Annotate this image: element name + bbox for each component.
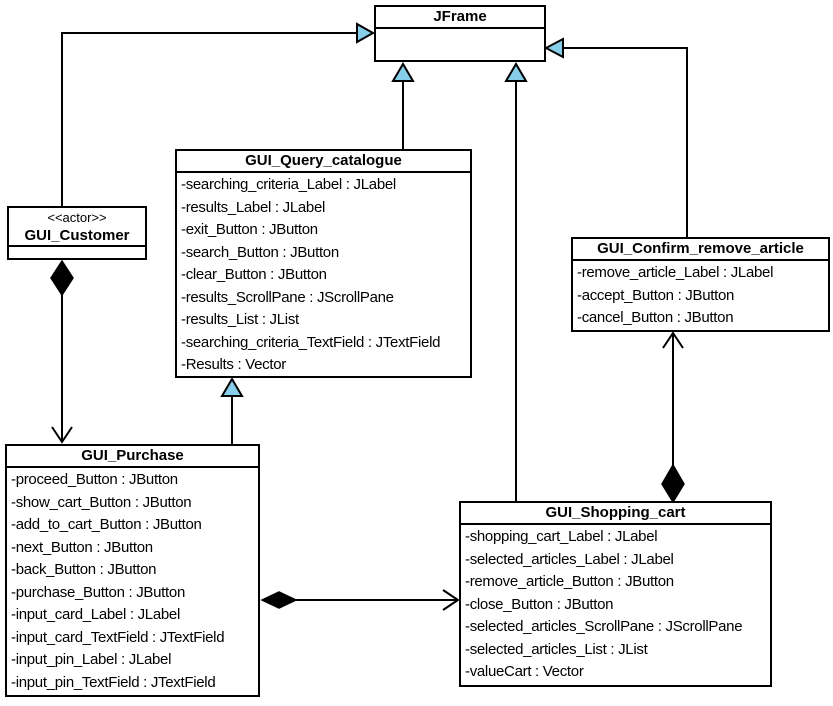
- attribute-row: -accept_Button : JButton: [577, 286, 735, 304]
- attribute-row: -valueCart : Vector: [465, 663, 584, 680]
- attribute-row: -input_pin_TextField : JTextField: [11, 673, 216, 691]
- generalization-customer-to-jframe: [61, 22, 376, 206]
- class-attributes: -proceed_Button : JButton -show_cart_But…: [7, 468, 258, 694]
- attribute-row: -Results : Vector: [181, 356, 286, 373]
- attribute-row: -searching_criteria_TextField : JTextFie…: [181, 333, 441, 351]
- class-attributes: -remove_article_Label : JLabel -accept_B…: [573, 261, 828, 330]
- attribute-row: -next_Button : JButton: [11, 538, 153, 556]
- attribute-row: -searching_criteria_Label : JLabel: [181, 176, 396, 193]
- class-title: GUI_Shopping_cart: [461, 503, 770, 525]
- attribute-row: -shopping_cart_Label : JLabel: [465, 528, 658, 545]
- attribute-row: -add_to_cart_Button : JButton: [11, 516, 202, 533]
- class-title-block: <<actor>> GUI_Customer: [9, 208, 145, 247]
- class-attributes: -shopping_cart_Label : JLabel -selected_…: [461, 525, 770, 684]
- class-gui-query-catalogue: GUI_Query_catalogue -searching_criteria_…: [175, 149, 472, 378]
- class-gui-purchase: GUI_Purchase -proceed_Button : JButton -…: [5, 444, 260, 697]
- attribute-row: -remove_article_Button : JButton: [465, 573, 674, 590]
- attribute-row: -cancel_Button : JButton: [577, 309, 734, 326]
- generalization-purchase-to-query-catalogue: [220, 377, 244, 445]
- attribute-row: -remove_article_Label : JLabel: [577, 264, 774, 281]
- composition-shopping-cart-to-confirm-remove-article: [661, 331, 685, 504]
- composition-customer-to-purchase: [50, 259, 74, 444]
- class-title: JFrame: [376, 7, 544, 29]
- attribute-row: -proceed_Button : JButton: [11, 471, 178, 488]
- generalization-query-catalogue-to-jframe: [391, 62, 415, 150]
- class-gui-customer: <<actor>> GUI_Customer: [7, 206, 147, 260]
- attribute-row: -search_Button : JButton: [181, 243, 339, 261]
- attribute-row: -input_pin_Label : JLabel: [11, 651, 172, 668]
- class-gui-confirm-remove-article: GUI_Confirm_remove_article -remove_artic…: [571, 237, 830, 332]
- attribute-row: -exit_Button : JButton: [181, 221, 318, 238]
- attribute-row: -input_card_Label : JLabel: [11, 606, 180, 623]
- attribute-row: -selected_articles_List : JList: [465, 640, 648, 658]
- class-attributes: -searching_criteria_Label : JLabel -resu…: [177, 173, 470, 377]
- class-title: GUI_Confirm_remove_article: [573, 239, 828, 261]
- attribute-row: -purchase_Button : JButton: [11, 583, 185, 601]
- class-jframe: JFrame: [374, 5, 546, 62]
- attribute-row: -close_Button : JButton: [465, 595, 614, 613]
- attribute-row: -results_List : JList: [181, 311, 299, 328]
- generalization-confirm-remove-article-to-jframe: [543, 37, 688, 238]
- class-title: GUI_Query_catalogue: [177, 151, 470, 173]
- attribute-row: -show_cart_Button : JButton: [11, 493, 192, 511]
- attribute-row: -selected_articles_ScrollPane : JScrollP…: [465, 618, 743, 635]
- class-gui-shopping-cart: GUI_Shopping_cart -shopping_cart_Label :…: [459, 501, 772, 687]
- class-attributes-empty: [9, 247, 145, 297]
- attribute-row: -input_card_TextField : JTextField: [11, 628, 225, 646]
- attribute-row: -results_Label : JLabel: [181, 198, 326, 216]
- generalization-shopping-cart-to-jframe: [504, 62, 528, 502]
- class-attributes-empty: [376, 29, 544, 82]
- attribute-row: -back_Button : JButton: [11, 561, 157, 578]
- class-stereotype: <<actor>>: [47, 210, 107, 225]
- composition-purchase-to-shopping-cart: [260, 589, 460, 611]
- class-title: GUI_Customer: [24, 227, 130, 244]
- attribute-row: -results_ScrollPane : JScrollPane: [181, 288, 394, 306]
- attribute-row: -clear_Button : JButton: [181, 266, 327, 283]
- class-title: GUI_Purchase: [7, 446, 258, 468]
- attribute-row: -selected_articles_Label : JLabel: [465, 550, 674, 568]
